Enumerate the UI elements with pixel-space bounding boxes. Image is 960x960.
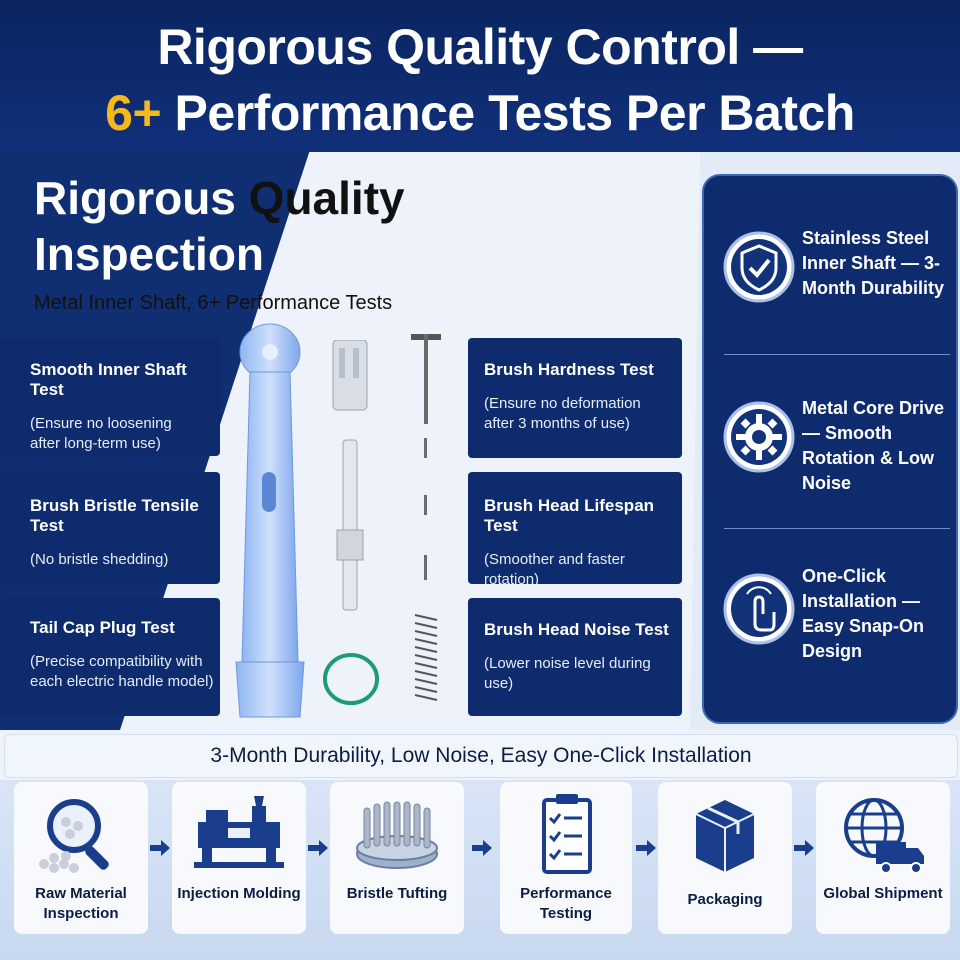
test-name: Brush Head Noise Test: [484, 620, 669, 639]
section-subtitle: Metal Inner Shaft, 6+ Performance Tests: [34, 292, 393, 314]
feature-one-click: One-Click Installation — Easy Snap-On De…: [714, 558, 950, 678]
test-desc: (Ensure no deformation after 3 months of…: [484, 395, 641, 432]
process-strip: [0, 780, 960, 960]
process-step-performance: Performance Testing: [500, 782, 632, 934]
test-card-brush-hardness: Brush Hardness Test (Ensure no deformati…: [468, 338, 682, 458]
page-title: Rigorous Quality Control — 6+ Performanc…: [105, 19, 855, 141]
test-desc: (Smoother and faster rotation): [484, 551, 625, 588]
test-desc: (No bristle shedding): [30, 551, 169, 568]
checklist-icon: [542, 794, 592, 874]
test-card-lifespan: Brush Head Lifespan Test (Smoother and f…: [468, 472, 682, 588]
process-step-label: Packaging: [687, 891, 763, 908]
feature-stainless-shaft: Stainless Steel Inner Shaft — 3-Month Du…: [714, 216, 950, 336]
summary-banner: 3-Month Durability, Low Noise, Easy One-…: [4, 734, 958, 778]
tap-finger-icon: [723, 573, 795, 645]
inner-parts-illustration: [332, 340, 368, 611]
gear-icon: [723, 401, 795, 473]
test-name: Brush Bristle Tensile Test: [30, 496, 199, 535]
process-step-tufting: Bristle Tufting: [330, 782, 464, 934]
injection-machine-icon: [194, 796, 284, 868]
test-card-bristle-tensile: Brush Bristle Tensile Test (No bristle s…: [0, 472, 220, 584]
arrow-right-icon: [794, 840, 814, 856]
process-step-label: Raw Material Inspection: [35, 885, 127, 922]
divider: [724, 354, 950, 355]
arrow-right-icon: [308, 840, 328, 856]
process-step-packaging: Packaging: [658, 782, 792, 934]
header-band: [0, 0, 960, 152]
brush-head-illustration: [235, 323, 305, 718]
test-desc: (Lower noise level during use): [484, 655, 651, 692]
test-name: Tail Cap Plug Test: [30, 618, 175, 637]
package-icon: [695, 800, 755, 872]
arrow-right-icon: [150, 840, 170, 856]
bristle-brush-icon: [356, 801, 438, 869]
process-step-raw-material: Raw Material Inspection: [14, 782, 148, 934]
test-card-smooth-shaft: Smooth Inner Shaft Test (Ensure no loose…: [0, 338, 220, 456]
process-step-shipment: Global Shipment: [816, 782, 950, 934]
test-name: Brush Head Lifespan Test: [484, 496, 655, 535]
divider: [724, 528, 950, 529]
globe-truck-icon: [844, 798, 924, 874]
arrow-right-icon: [472, 840, 492, 856]
feature-metal-core: Metal Core Drive — Smooth Rotation & Low…: [714, 386, 950, 506]
feature-text: Stainless Steel Inner Shaft — 3-Month Du…: [802, 228, 944, 298]
process-step-label: Injection Molding: [177, 885, 301, 902]
feature-text: Metal Core Drive — Smooth Rotation & Low…: [802, 398, 945, 493]
process-step-label: Global Shipment: [823, 885, 943, 902]
test-desc: (Precise compatibility with each electri…: [30, 653, 214, 690]
shaft-spring-illustration: [411, 334, 441, 701]
test-card-noise: Brush Head Noise Test (Lower noise level…: [468, 598, 682, 716]
test-name: Smooth Inner Shaft Test: [30, 360, 187, 399]
title-accent: 6+: [105, 85, 162, 141]
process-step-label: Bristle Tufting: [346, 885, 448, 902]
feature-panel: Stainless Steel Inner Shaft — 3-Month Du…: [702, 174, 958, 724]
test-desc: (Ensure no loosening after long-term use…: [30, 415, 172, 452]
process-step-label: Performance Testing: [520, 885, 612, 922]
shield-check-icon: [723, 231, 795, 303]
process-step-injection: Injection Molding: [172, 782, 306, 934]
feature-text: One-Click Installation — Easy Snap-On De…: [802, 566, 925, 661]
o-ring-illustration: [323, 653, 379, 705]
test-name: Brush Hardness Test: [484, 360, 654, 379]
test-card-tail-cap: Tail Cap Plug Test (Precise compatibilit…: [0, 598, 220, 716]
magnifier-icon: [39, 799, 109, 873]
section-title: Rigorous Quality Inspection: [34, 172, 405, 280]
arrow-right-icon: [636, 840, 656, 856]
